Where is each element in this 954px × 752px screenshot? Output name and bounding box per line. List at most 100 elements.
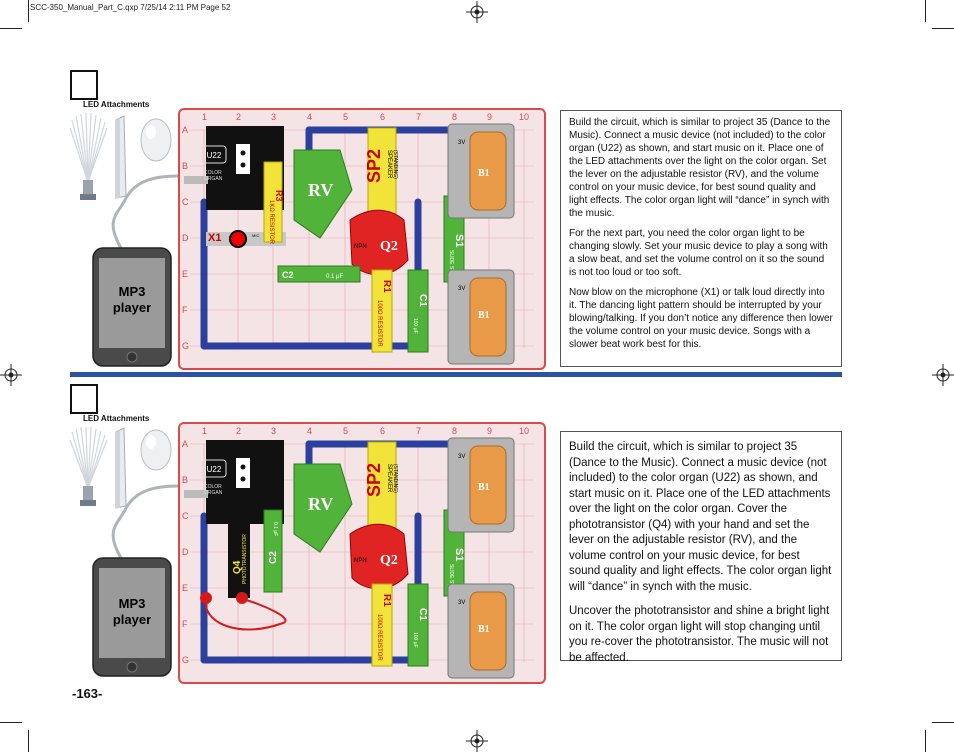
clip-icon (200, 592, 212, 604)
fiber-optic-attachment-icon (69, 112, 108, 200)
instruction-paragraph: For the next part, you need the color or… (569, 228, 828, 278)
svg-text:C1: C1 (417, 608, 428, 621)
battery-b1-top: 3V B1 (447, 123, 515, 219)
mp3-player: MP3 player (92, 174, 180, 367)
row-label: E (182, 583, 188, 593)
project-number-box (70, 384, 98, 414)
svg-text:R3: R3 (274, 190, 284, 202)
svg-text:U22: U22 (207, 151, 222, 160)
diffuser-attachment-icon (115, 427, 127, 509)
row-label: A (182, 439, 188, 449)
svg-text:1KΩ RESISTOR: 1KΩ RESISTOR (268, 200, 274, 245)
svg-text:S1: S1 (453, 234, 465, 247)
instruction-paragraph: Uncover the phototransistor and shine a … (569, 605, 830, 664)
column-label: 3 (271, 426, 276, 436)
svg-text:SPEAKER: SPEAKER (386, 150, 392, 179)
crop-mark-bl-v (28, 730, 29, 752)
svg-text:C2: C2 (282, 270, 294, 280)
mp3-label-line2: player (113, 612, 151, 627)
row-label: A (182, 125, 188, 135)
column-label: 8 (452, 112, 457, 122)
svg-text:MIC: MIC (252, 233, 259, 238)
svg-text:SLIDE SWITCH: SLIDE SWITCH (448, 564, 454, 600)
svg-text:100 μF: 100 μF (412, 632, 418, 648)
svg-text:RV: RV (308, 180, 333, 200)
led-attachments-illustration (69, 112, 172, 200)
row-label: D (182, 547, 189, 557)
row-label: C (182, 511, 189, 521)
instructions-box-bottom: Build the circuit, which is similar to p… (560, 431, 842, 664)
crop-mark-tr-h (932, 28, 954, 29)
svg-text:100 μF: 100 μF (412, 318, 418, 334)
crop-mark-br-v (925, 730, 926, 752)
svg-text:0.1 μF: 0.1 μF (326, 274, 343, 280)
column-label: 5 (343, 112, 348, 122)
egg-attachment-icon (140, 429, 172, 471)
instructions-box-top: Build the circuit, which is similar to p… (560, 110, 842, 367)
instruction-paragraph: Build the circuit, which is similar to p… (569, 441, 832, 593)
svg-text:B1: B1 (478, 624, 490, 635)
audio-cable (111, 174, 180, 249)
row-label: F (182, 305, 188, 315)
svg-text:3V: 3V (458, 600, 465, 606)
column-label: 4 (307, 112, 312, 122)
battery-b1-bottom: 3V B1 (447, 583, 515, 679)
crop-mark-tl-v (28, 0, 29, 22)
svg-text:SP2: SP2 (364, 149, 384, 183)
column-label: 2 (236, 426, 241, 436)
row-label: G (182, 341, 189, 351)
transistor-q2: Q2 NPN (349, 523, 409, 590)
svg-text:C2: C2 (268, 551, 279, 564)
crop-mark-tl-h (0, 28, 22, 29)
section-divider (70, 372, 842, 377)
instruction-paragraph: Now blow on the microphone (X1) or talk … (569, 287, 833, 350)
page-number: -163- (72, 686, 103, 701)
svg-text:100Ω RESISTOR: 100Ω RESISTOR (376, 614, 382, 661)
column-label: 5 (343, 426, 348, 436)
svg-text:SPEAKER: SPEAKER (386, 464, 392, 493)
registration-mark-icon (466, 730, 488, 752)
svg-text:NPN: NPN (354, 558, 367, 564)
diffuser-attachment-icon (115, 115, 127, 199)
svg-text:Q2: Q2 (380, 239, 398, 254)
row-label: C (182, 197, 189, 207)
row-label: B (182, 161, 188, 171)
column-label: 10 (519, 426, 529, 436)
capacitor-c1: C1 100 μF (407, 269, 429, 353)
row-label: E (182, 269, 188, 279)
svg-text:B1: B1 (478, 168, 490, 179)
mp3-label-line1: MP3 (119, 596, 146, 611)
led-attachments-illustration (69, 426, 172, 509)
transistor-q2: Q2 NPN (349, 209, 409, 276)
circuit-board: 1 2 3 4 5 6 7 8 9 10 A B C D E F G (178, 422, 546, 684)
circuit-board: 1 2 3 4 5 6 7 8 9 10 A B C D E F G (178, 108, 546, 370)
resistor-r3: R3 1KΩ RESISTOR (263, 161, 284, 245)
svg-text:X1: X1 (208, 232, 221, 244)
mp3-label-line2: player (113, 300, 151, 315)
svg-text:S1: S1 (453, 548, 465, 561)
svg-text:R1: R1 (381, 594, 392, 607)
led-attachments-label: LED Attachments (83, 414, 150, 423)
row-label: G (182, 655, 189, 665)
circuit-diagram: 1 2 3 4 5 6 7 8 9 10 A B C D E F G (182, 426, 534, 679)
svg-text:3V: 3V (458, 140, 465, 146)
project-number-box (70, 70, 98, 100)
row-label: D (182, 233, 189, 243)
svg-text:0.1 μF: 0.1 μF (272, 522, 278, 536)
svg-text:NPN: NPN (354, 244, 367, 250)
registration-mark-icon (466, 1, 488, 23)
svg-text:100Ω RESISTOR: 100Ω RESISTOR (376, 300, 382, 347)
capacitor-c2: C2 0.1 μF (263, 509, 283, 593)
svg-text:ORGAN: ORGAN (204, 490, 223, 496)
audio-cable (111, 484, 180, 559)
column-label: 9 (487, 426, 492, 436)
circuit-diagram: 1 2 3 4 5 6 7 8 9 10 A B C D E F G (182, 112, 534, 365)
svg-text:RV: RV (308, 494, 333, 514)
svg-text:SP2: SP2 (364, 463, 384, 497)
column-label: 4 (307, 426, 312, 436)
fiber-optic-attachment-icon (69, 426, 108, 506)
column-label: 2 (236, 112, 241, 122)
svg-text:U22: U22 (207, 465, 222, 474)
battery-b1-top: 3V B1 (447, 437, 515, 533)
crop-mark-br-h (932, 722, 954, 723)
